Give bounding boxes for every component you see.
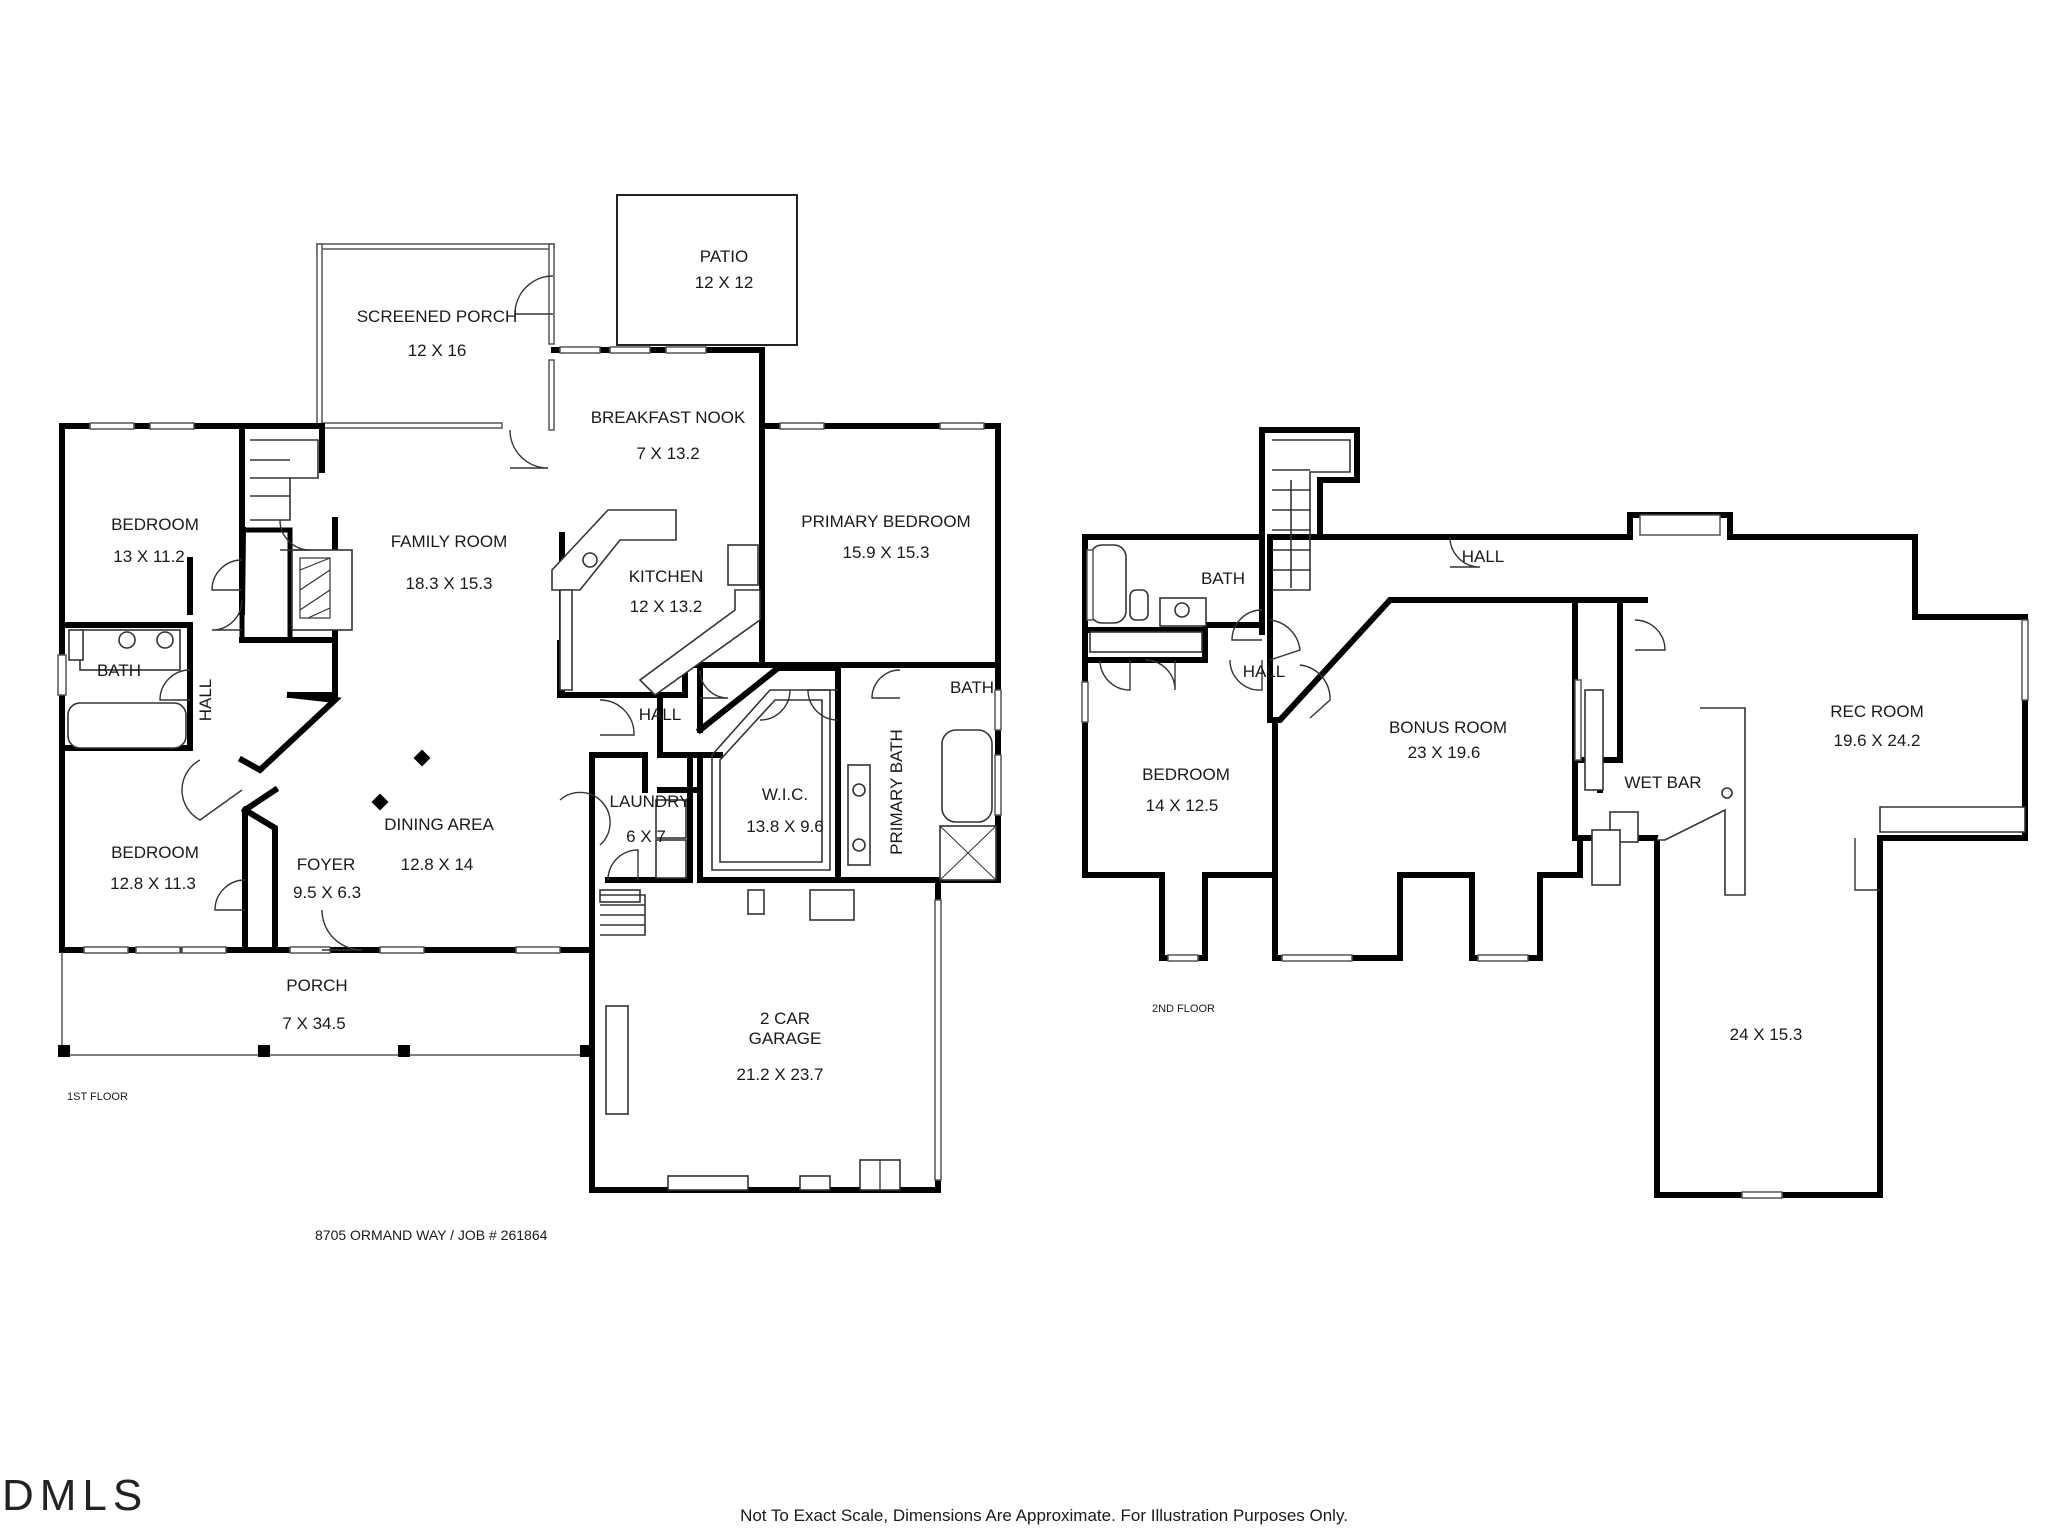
garage-fixtures — [599, 889, 901, 1191]
dim-bedroom-1: 13 X 11.2 — [113, 547, 185, 566]
laundry-fixtures — [655, 799, 687, 879]
dim-garage: 21.2 X 23.7 — [737, 1065, 824, 1084]
dim-dining-area: 12.8 X 14 — [401, 855, 474, 874]
primary-bath-fixtures — [847, 729, 997, 881]
kitchen-island — [551, 509, 761, 697]
label-hall-b: HALL — [1243, 662, 1286, 681]
fireplace — [291, 549, 353, 631]
wet-bar-counter — [1584, 689, 2026, 896]
dmls-logo: DMLS — [2, 1471, 148, 1520]
dim-primary-bedroom: 15.9 X 15.3 — [843, 543, 930, 562]
dim-kitchen: 12 X 13.2 — [630, 597, 703, 616]
label-primary-bath: PRIMARY BATH — [887, 729, 906, 855]
label-primary-bedroom: PRIMARY BEDROOM — [801, 512, 970, 531]
first-floor-stairs — [250, 439, 646, 936]
label-family-room: FAMILY ROOM — [391, 532, 508, 551]
label-dining-area: DINING AREA — [384, 815, 494, 834]
label-wic: W.I.C. — [762, 785, 808, 804]
label-bath-2f: BATH — [1201, 569, 1245, 588]
label-garage-line1: 2 CAR — [760, 1009, 810, 1028]
label-garage-line2: GARAGE — [749, 1029, 822, 1048]
label-bonus-room: BONUS ROOM — [1389, 718, 1507, 737]
label-bedroom-2f: BEDROOM — [1142, 765, 1230, 784]
bath-1-fixtures — [67, 629, 187, 749]
wic-shelving — [711, 689, 831, 871]
floor-label-second: 2ND FLOOR — [1152, 1003, 1215, 1015]
label-hall-1: HALL — [196, 679, 215, 722]
second-floor-stairs — [1272, 439, 1351, 591]
dim-family-room: 18.3 X 15.3 — [406, 574, 493, 593]
column-1 — [413, 749, 431, 767]
second-floor — [1081, 427, 2029, 1199]
label-bath-1: BATH — [97, 661, 141, 680]
second-floor-doors — [1099, 536, 1880, 891]
label-screened-porch: SCREENED PORCH — [357, 307, 518, 326]
label-kitchen: KITCHEN — [629, 567, 704, 586]
dim-bonus-room: 23 X 19.6 — [1408, 743, 1481, 762]
dim-bedroom-2f: 14 X 12.5 — [1146, 796, 1219, 815]
label-hall-2: HALL — [639, 705, 682, 724]
dim-breakfast-nook: 7 X 13.2 — [636, 444, 699, 463]
label-bath-primary-small: BATH — [950, 678, 994, 697]
room-labels: SCREENED PORCH 12 X 16 PATIO 12 X 12 BRE… — [2, 247, 1924, 1525]
dim-rec-extension: 24 X 15.3 — [1730, 1025, 1803, 1044]
first-floor-windows — [57, 346, 1002, 1181]
dim-laundry: 6 X 7 — [626, 827, 666, 846]
dim-wic: 13.8 X 9.6 — [746, 817, 824, 836]
floor-label-first: 1ST FLOOR — [67, 1091, 128, 1103]
label-rec-room: REC ROOM — [1830, 702, 1924, 721]
label-laundry: LAUNDRY — [610, 792, 691, 811]
dim-rec-room: 19.6 X 24.2 — [1834, 731, 1921, 750]
label-patio: PATIO — [700, 247, 749, 266]
dim-porch: 7 X 34.5 — [282, 1014, 345, 1033]
second-floor-bath-fixtures — [1089, 544, 1207, 653]
patio-outline — [616, 194, 798, 346]
label-porch: PORCH — [286, 976, 347, 995]
label-bedroom-1: BEDROOM — [111, 515, 199, 534]
address-job-label: 8705 ORMAND WAY / JOB # 261864 — [315, 1227, 548, 1243]
dim-foyer: 9.5 X 6.3 — [293, 883, 361, 902]
second-floor-windows — [1081, 514, 2029, 1199]
label-breakfast-nook: BREAKFAST NOOK — [591, 408, 746, 427]
dim-screened-porch: 12 X 16 — [408, 341, 467, 360]
column-2 — [371, 793, 389, 811]
disclaimer-text: Not To Exact Scale, Dimensions Are Appro… — [740, 1506, 1348, 1525]
first-floor — [57, 194, 1002, 1193]
label-wet-bar: WET BAR — [1624, 773, 1701, 792]
porch-outline — [58, 952, 592, 1057]
first-floor-doors — [159, 519, 901, 951]
label-bedroom-2: BEDROOM — [111, 843, 199, 862]
label-foyer: FOYER — [297, 855, 356, 874]
dim-bedroom-2: 12.8 X 11.3 — [110, 874, 196, 893]
label-hall-a: HALL — [1462, 547, 1505, 566]
dim-patio: 12 X 12 — [695, 273, 754, 292]
screened-porch-outline — [316, 243, 555, 469]
